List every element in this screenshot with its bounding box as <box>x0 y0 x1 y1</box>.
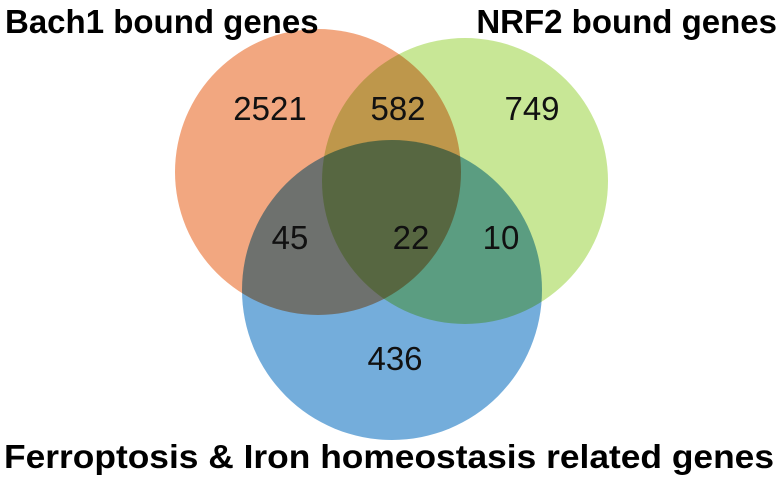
count-bach1-ferroptosis: 45 <box>272 219 309 256</box>
count-ferroptosis-only: 436 <box>367 340 422 377</box>
count-bach1-nrf2: 582 <box>370 90 425 127</box>
count-nrf2-ferroptosis: 10 <box>483 219 520 256</box>
count-all-three: 22 <box>393 219 430 256</box>
ferroptosis-circle <box>242 140 542 440</box>
bach1-set-label: Bach1 bound genes <box>5 3 319 40</box>
nrf2-set-label: NRF2 bound genes <box>476 3 777 40</box>
venn-circles <box>175 29 608 440</box>
count-nrf2-only: 749 <box>504 90 559 127</box>
count-bach1-only: 2521 <box>233 90 306 127</box>
ferroptosis-set-label: Ferroptosis & Iron homeostasis related g… <box>4 438 774 475</box>
